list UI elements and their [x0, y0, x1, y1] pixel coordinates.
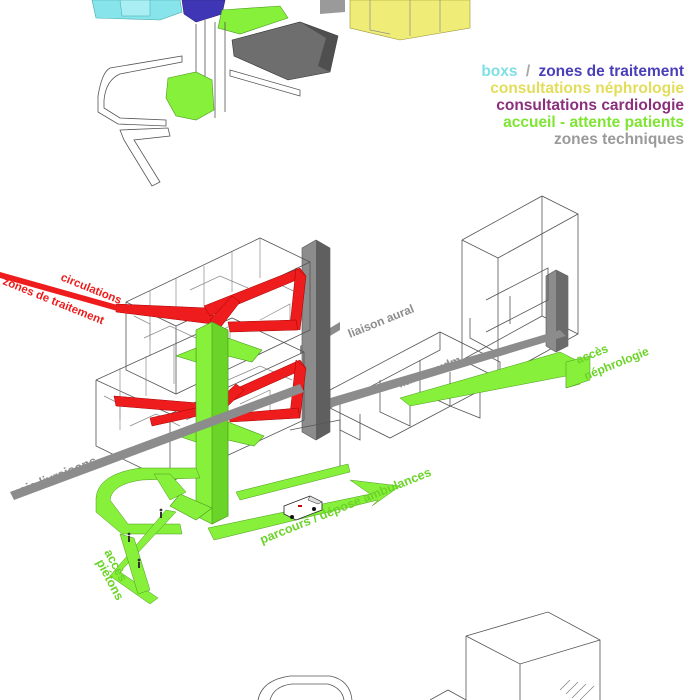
legend-line-boxs: boxs / zones de traitement — [481, 63, 684, 80]
legend-zones-traitement: zones de traitement — [538, 63, 684, 80]
treatment-zone-shape — [181, 0, 226, 23]
legend-boxs: boxs — [481, 63, 517, 80]
legend-slash: / — [526, 63, 531, 80]
legend: boxs / zones de traitement consultations… — [481, 63, 684, 148]
liaison-udm-band — [310, 330, 566, 412]
red-circulations-upper — [115, 267, 307, 333]
voie-livraisons-band — [10, 384, 304, 500]
acces-nephrologie-band — [399, 351, 581, 407]
green-ground-path — [95, 463, 401, 605]
reception-zone-shape — [165, 71, 215, 121]
label-voie-livraisons: voie livraisons — [10, 453, 99, 501]
red-leader-line — [0, 272, 128, 314]
circulation-diagram: circulations zones de traitement liaison… — [0, 195, 651, 605]
ambulance-icon — [283, 495, 323, 521]
legend-consult-cardio: consultations cardiologie — [496, 97, 684, 114]
top-isometric-block — [91, 0, 471, 187]
bottom-isometric-block — [257, 611, 601, 700]
udm-corridor-wireframe — [329, 267, 549, 441]
label-liaison-aural: liaison aural — [346, 302, 416, 341]
legend-consult-nephro: consultations néphrologie — [490, 80, 684, 97]
reception-zone-shape-top — [217, 5, 289, 35]
pedestrian-icons — [127, 508, 163, 568]
legend-accueil: accueil - attente patients — [503, 114, 684, 131]
legend-zones-techniques: zones techniques — [554, 131, 684, 148]
